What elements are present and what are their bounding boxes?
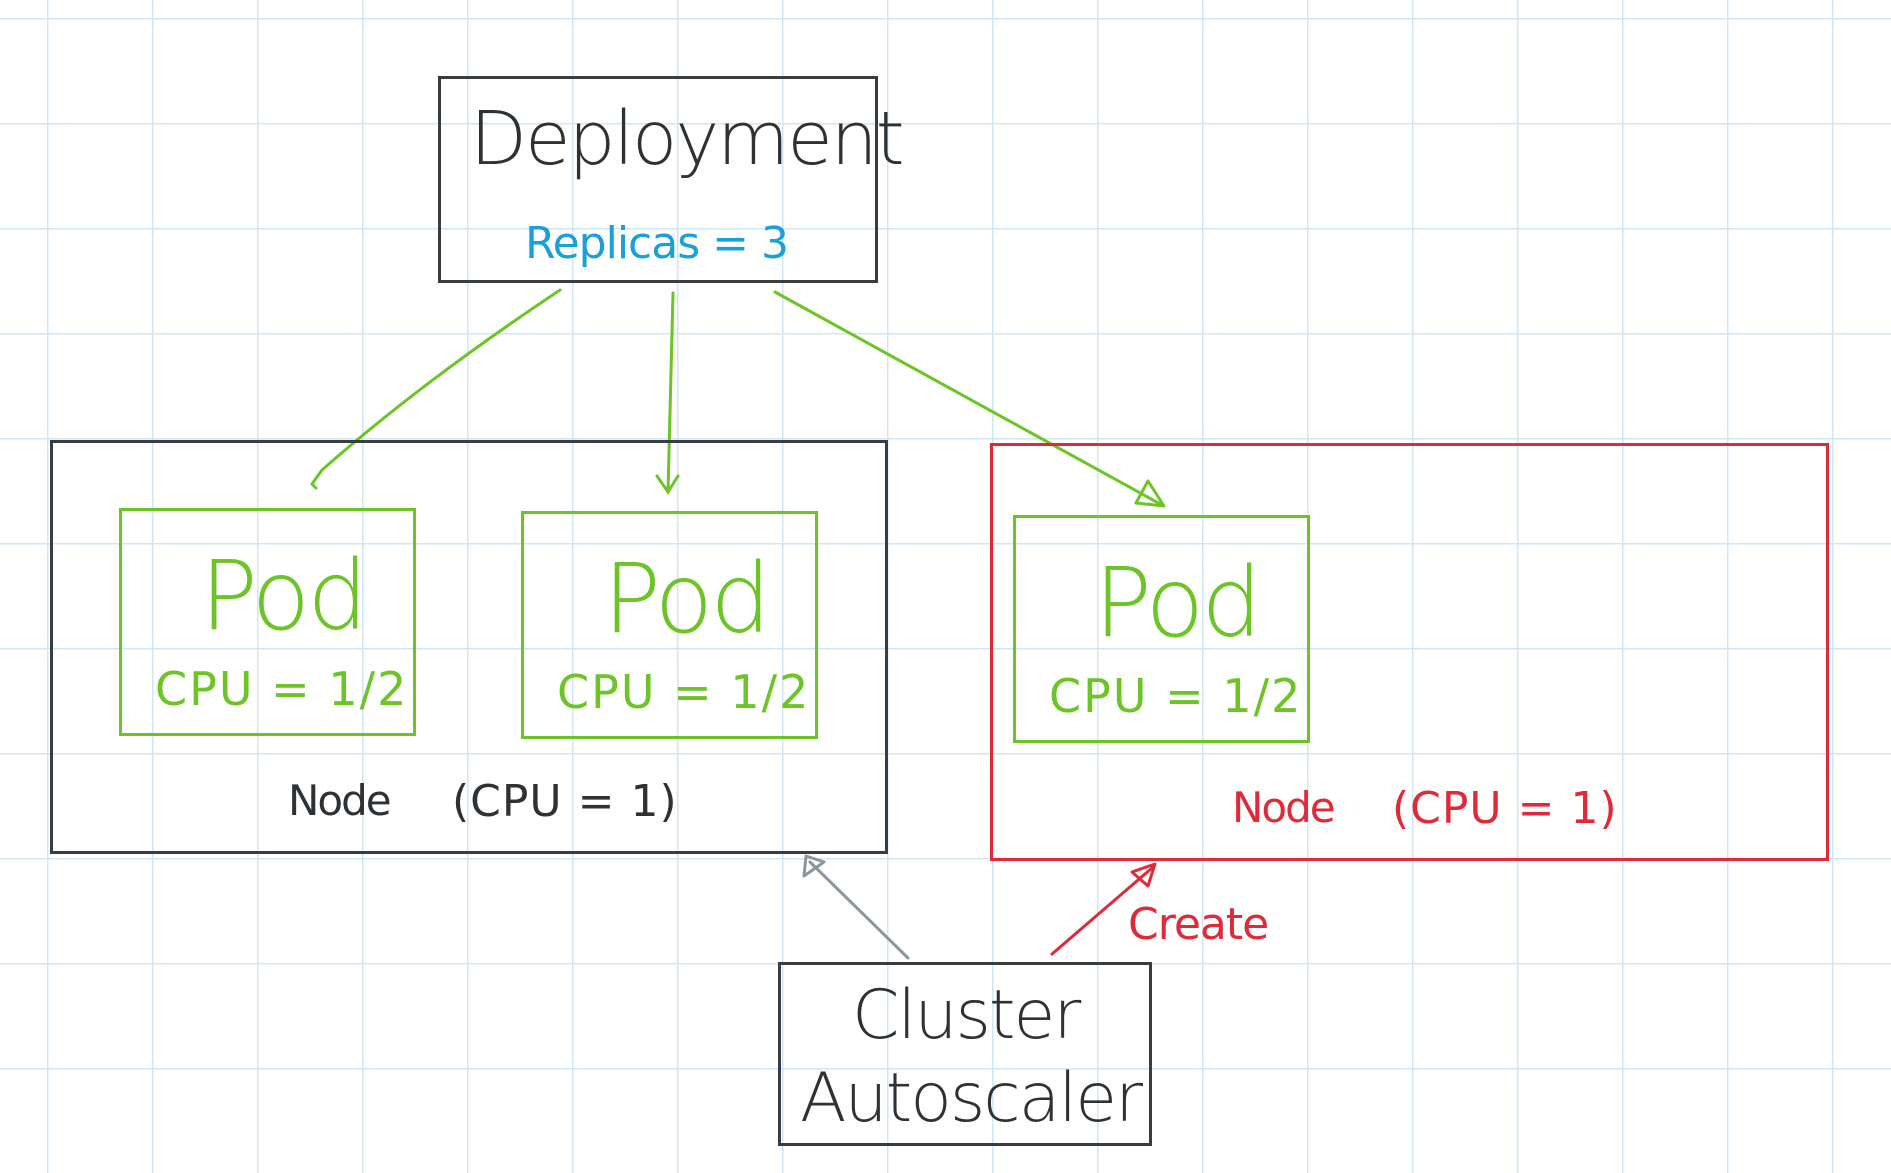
autoscaler-title-line2: Autoscaler — [800, 1059, 1143, 1138]
pod-title-2: Pod — [603, 543, 771, 655]
deployment-box — [438, 76, 878, 283]
pod-title-3: Pod — [1094, 547, 1262, 659]
pod-box-2 — [521, 511, 818, 739]
node-cpu-new: (CPU = 1) — [1392, 783, 1618, 834]
node-cpu-existing: (CPU = 1) — [452, 776, 678, 827]
pod-box-1 — [119, 508, 416, 736]
autoscaler-title-line1: Cluster — [852, 976, 1081, 1055]
pod-cpu-1: CPU = 1/2 — [155, 662, 409, 716]
pod-box-3 — [1013, 515, 1310, 743]
pod-cpu-2: CPU = 1/2 — [557, 665, 811, 719]
node-label-new: Node — [1232, 783, 1336, 832]
arrow-deployment-to-pod1 — [310, 288, 562, 490]
arrow-autoscaler-to-node1 — [802, 854, 910, 960]
create-label: Create — [1128, 899, 1269, 950]
replicas-label: Replicas = 3 — [525, 218, 789, 269]
arrow-deployment-to-pod2 — [655, 291, 680, 495]
autoscaler-box — [778, 962, 1152, 1146]
pod-title-1: Pod — [200, 540, 368, 652]
node-label-existing: Node — [288, 776, 392, 825]
deployment-title: Deployment — [470, 96, 905, 182]
node-box-existing — [50, 440, 888, 854]
pod-cpu-3: CPU = 1/2 — [1049, 669, 1303, 723]
arrow-autoscaler-to-node2 — [1050, 862, 1157, 956]
arrow-deployment-to-pod3 — [773, 290, 1166, 508]
node-box-new — [990, 443, 1829, 861]
